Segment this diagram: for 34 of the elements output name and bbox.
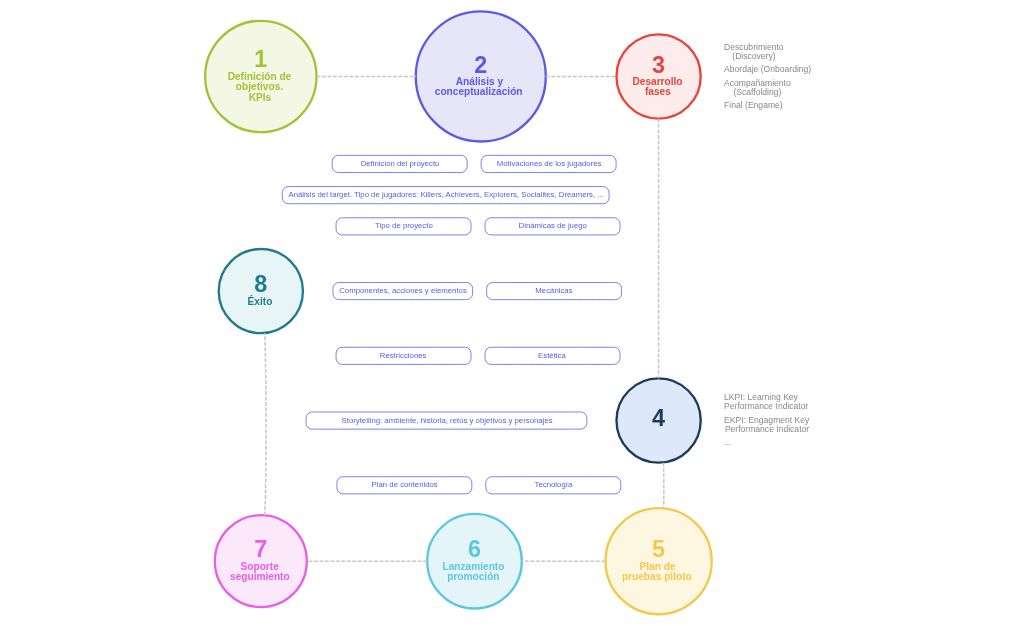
- connector: [263, 332, 267, 516]
- node-box: Tecnología: [485, 476, 622, 495]
- node-box: Análisis del target. Tipo de jugadores: Killers, Achievers, Explorers, Socialites, Dreamers, ...: [281, 186, 610, 205]
- connector: [657, 117, 660, 380]
- node-circle: 3 Desarrollo fases: [615, 33, 702, 120]
- node-box: Restricciones: [335, 346, 472, 365]
- node-circle: 6 Lanzamiento promoción: [426, 512, 523, 610]
- node-circle: 8 Éxito: [217, 247, 305, 335]
- node-label: LKPI: Learning Key Performance Indicator: [724, 392, 809, 412]
- connector: [315, 75, 417, 78]
- node-circle: 4: [615, 377, 702, 464]
- node-box: Mecánicas: [486, 282, 622, 301]
- node-label: ...: [724, 437, 732, 448]
- node-box: Tipo de proyecto: [335, 217, 472, 236]
- node-box: Motivaciones de los jugadores: [480, 155, 617, 173]
- node-circle: 7 Soporte seguimiento: [213, 514, 308, 609]
- connector: [544, 75, 618, 78]
- node-label: EKPI: Engagment Key Performance Indicator: [724, 414, 810, 435]
- node-box: Dinámicas de juego: [484, 217, 621, 236]
- node-box: Storytelling: ambiente, historia, retos y objetivos y personajes: [305, 411, 588, 430]
- connector: [306, 560, 428, 562]
- node-box: Definición del proyecto: [331, 155, 468, 173]
- node-label: Abordaje (Onboarding): [724, 64, 812, 75]
- node-box: Componentes, acciones y elementos: [332, 282, 473, 301]
- node-box: Plan de contenidos: [336, 476, 473, 495]
- node-circle: 1 Definición de objetivos. KPIs: [204, 19, 318, 134]
- node-label: Acompañamiento (Scaffolding): [724, 77, 791, 98]
- node-label: Descubrimiento (Discovery): [724, 41, 784, 62]
- node-box: Estética: [484, 346, 621, 365]
- node-circle: 5 Plan de pruebas piloto: [604, 506, 713, 616]
- node-circle: 2 Análisis y conceptualización: [414, 10, 547, 143]
- node-label: Final (Engame): [724, 100, 783, 111]
- connector: [662, 461, 665, 509]
- connector: [521, 560, 606, 562]
